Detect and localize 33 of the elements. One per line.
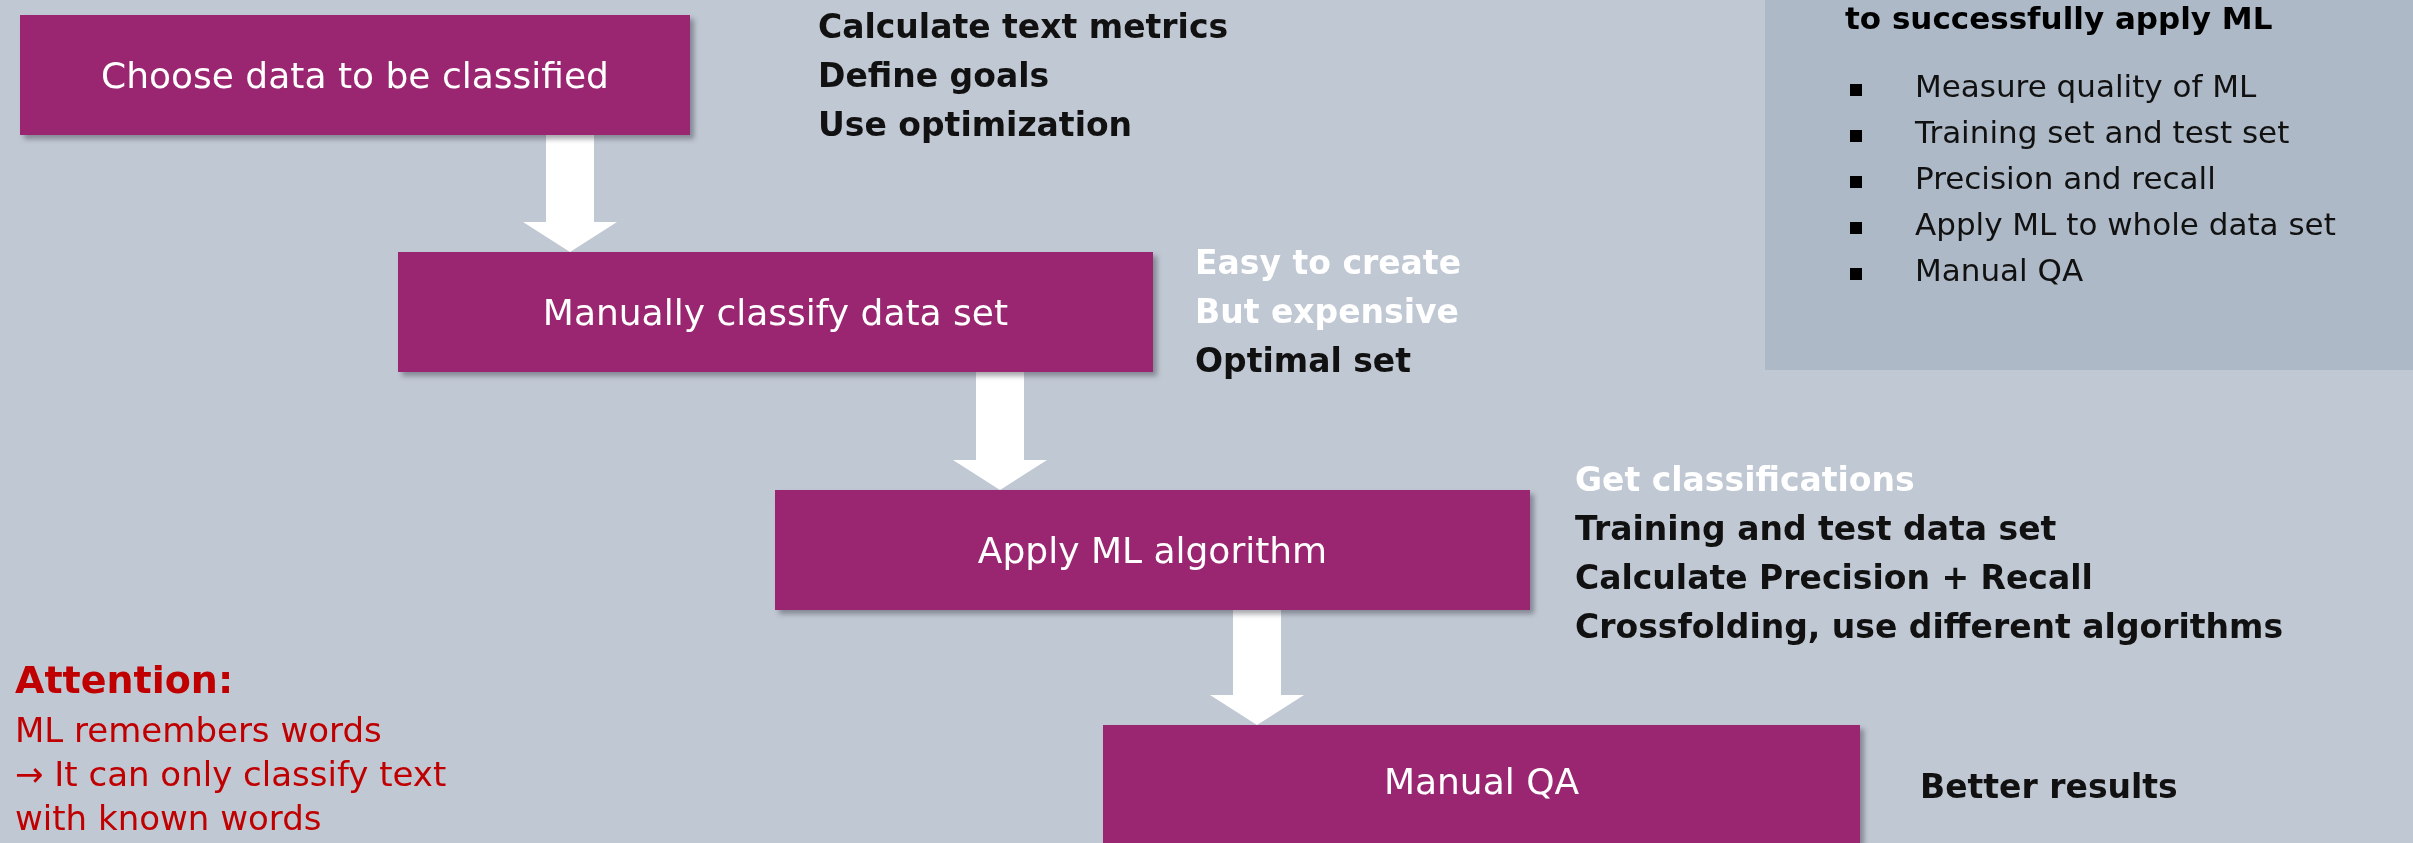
step-title: Manually classify data set	[542, 291, 1009, 333]
list-item: Training set and test set	[1915, 114, 2290, 150]
step-title: Apply ML algorithm	[977, 529, 1328, 571]
process-box	[20, 15, 690, 135]
list-item: Precision and recall	[1915, 160, 2216, 196]
step-title: Manual QA	[1383, 761, 1580, 802]
step-note: Calculate text metrics	[818, 6, 1229, 48]
step-note: Get classifications	[1575, 459, 1915, 501]
block-arrow	[953, 372, 1047, 490]
process-box	[775, 490, 1530, 610]
step-title: Choose data to be classified	[101, 54, 609, 96]
step-note: Better results	[1920, 766, 2178, 808]
panel-heading: to successfully apply ML	[1845, 0, 2273, 36]
step-note: Use optimization	[818, 104, 1133, 146]
process-box	[1103, 725, 1860, 843]
warning-heading: Attention:	[15, 658, 234, 702]
list-item: Measure quality of ML	[1915, 68, 2257, 104]
step-note: Optimal set	[1195, 340, 1411, 382]
step-note: Define goals	[818, 55, 1050, 97]
warning-text: → It can only classify text	[15, 754, 447, 794]
info-panel	[1765, 0, 2413, 370]
block-arrow	[1210, 610, 1304, 725]
warning-text: ML remembers words	[15, 710, 382, 750]
warning-text: with known words	[15, 798, 322, 838]
step-note: Crossfolding, use different algorithms	[1575, 606, 2284, 648]
step-note: Calculate Precision + Recall	[1575, 557, 2093, 599]
list-item: Manual QA	[1915, 252, 2084, 288]
step-note: Training and test data set	[1575, 508, 2057, 550]
block-arrow	[523, 135, 617, 252]
step-note: But expensive	[1195, 291, 1459, 333]
process-box	[398, 252, 1153, 372]
list-item: Apply ML to whole data set	[1915, 206, 2336, 242]
step-note: Easy to create	[1195, 242, 1462, 284]
